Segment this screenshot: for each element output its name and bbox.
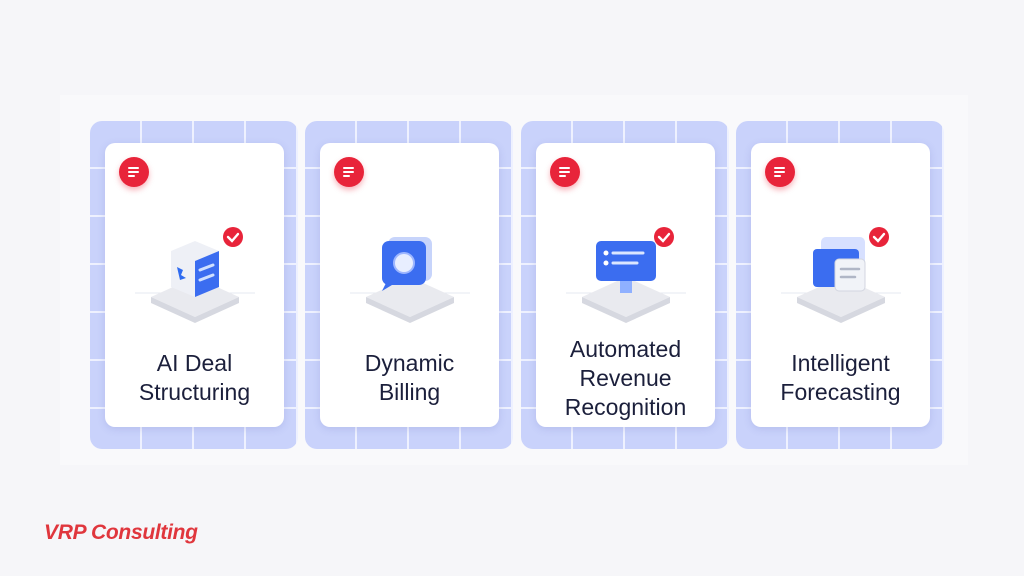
feature-card: Dynamic Billing <box>320 143 499 427</box>
feature-title: Intelligent Forecasting <box>780 350 901 405</box>
menu-lines-icon <box>334 157 364 187</box>
feature-panel: AI Deal Structuring <box>90 121 298 449</box>
brand-logo: VRP Consulting <box>44 521 198 544</box>
feature-card: Automated Revenue Recognition <box>536 143 715 427</box>
feature-panel: Intelligent Forecasting <box>736 121 944 449</box>
menu-lines-icon <box>119 157 149 187</box>
stacked-documents-icon <box>781 227 901 323</box>
feature-title: Automated Revenue Recognition <box>564 335 687 420</box>
feature-card: Intelligent Forecasting <box>751 143 930 427</box>
chat-billing-icon <box>350 237 470 323</box>
menu-lines-icon <box>765 157 795 187</box>
feature-card: AI Deal Structuring <box>105 143 284 427</box>
cube-document-icon <box>135 227 255 323</box>
menu-lines-icon <box>550 157 580 187</box>
feature-title: Dynamic Billing <box>364 350 455 405</box>
monitor-list-icon <box>566 227 686 323</box>
feature-panel: Automated Revenue Recognition <box>521 121 729 449</box>
feature-title: AI Deal Structuring <box>138 350 251 405</box>
feature-panel: Dynamic Billing <box>305 121 513 449</box>
